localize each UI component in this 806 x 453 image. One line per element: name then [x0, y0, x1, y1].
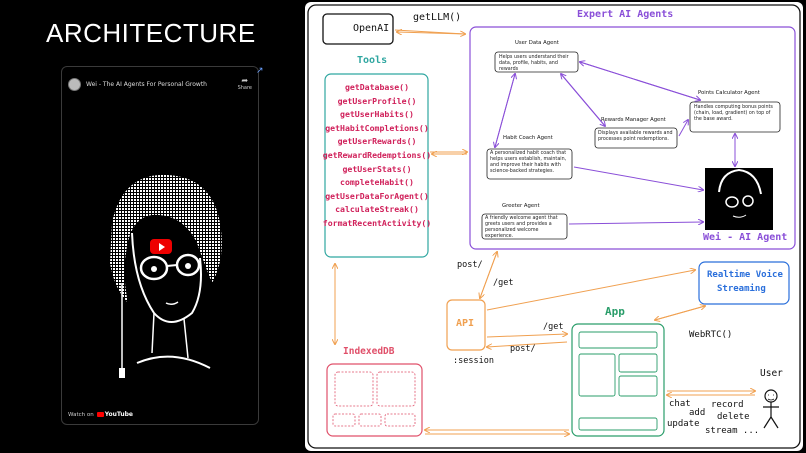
api-label: API [456, 318, 475, 329]
play-icon [158, 242, 165, 251]
tool-item: getRewardRedemptions() [322, 149, 432, 160]
wei-avatar [705, 168, 773, 230]
youtube-logo: YouTube [96, 411, 133, 418]
action-stream: stream ... [705, 426, 760, 436]
video-title[interactable]: Wei - The AI Agents For Personal Growth [86, 80, 207, 88]
tool-item: getHabitCompletions() [325, 122, 429, 133]
video-header: Wei - The AI Agents For Personal Growth [68, 77, 252, 91]
get-label-app: /get [543, 322, 564, 332]
watch-on-youtube[interactable]: Watch on YouTube [68, 411, 133, 418]
indexeddb-box [326, 363, 423, 437]
expert-agents-box [469, 26, 796, 250]
app-box [571, 323, 665, 437]
channel-avatar[interactable] [68, 77, 81, 91]
habit-coach-agent-desc: A personalized habit coach that helps us… [490, 151, 567, 174]
realtime-voice-box [698, 261, 790, 305]
tool-item: completeHabit() [340, 177, 414, 188]
tool-item: getUserStats() [342, 163, 412, 174]
action-record: record [711, 400, 744, 410]
rewards-agent-desc: Displays available rewards and processes… [598, 131, 673, 142]
diagram-canvas [307, 4, 801, 449]
post-label: post/ [457, 260, 483, 270]
share-label: Share [237, 85, 252, 91]
slide-title: ARCHITECTURE [46, 18, 256, 48]
post-label-app: post/ [510, 344, 536, 354]
youtube-icon [96, 412, 104, 417]
webrtc-label: WebRTC() [689, 330, 733, 340]
app-label: App [605, 305, 625, 318]
action-add: add [689, 408, 706, 418]
rewards-agent-box [594, 127, 678, 149]
tool-item: getUserRewards() [337, 136, 417, 147]
tool-item: getUserDataForAgent() [325, 190, 429, 201]
greeter-agent-desc: A friendly welcome agent that greets use… [485, 216, 558, 239]
tools-title: Tools [357, 55, 388, 66]
habit-coach-agent-box [486, 148, 573, 180]
greeter-agent-box [481, 213, 568, 240]
realtime-voice-label-1: Realtime Voice [707, 270, 783, 280]
points-agent-name: Points Calculator Agent [698, 90, 760, 96]
play-button[interactable] [150, 239, 172, 254]
watch-on-label: Watch on [68, 411, 94, 418]
openai-box [322, 13, 394, 45]
expert-agents-title: Expert AI Agents [577, 9, 674, 20]
tool-item: getUserHabits() [340, 109, 414, 120]
realtime-voice-label-2: Streaming [717, 284, 766, 294]
action-update: update [667, 419, 700, 429]
get-llm-label: getLLM() [413, 12, 462, 23]
get-label: /get [493, 278, 514, 288]
points-agent-desc: Handles computing bonus points (chain, l… [694, 105, 773, 122]
action-delete: delete [717, 412, 750, 422]
video-thumbnail [110, 174, 222, 378]
user-data-agent-name: User Data Agent [515, 40, 559, 46]
api-box [446, 299, 486, 351]
user-data-agent-desc: Helps users understand their data, profi… [499, 55, 569, 72]
user-figure [763, 389, 779, 429]
rewards-agent-name: Rewards Manager Agent [601, 117, 666, 123]
video-embed[interactable]: Wei - The AI Agents For Personal Growth … [61, 66, 259, 425]
habit-coach-agent-name: Habit Coach Agent [503, 135, 553, 141]
user-label: User [760, 368, 783, 379]
tool-item: getDatabase() [344, 82, 410, 92]
tool-item: getUserProfile() [337, 95, 417, 106]
openai-label: OpenAI [353, 23, 390, 34]
session-label: :session [453, 356, 494, 366]
tool-item: calculateStreak() [335, 204, 419, 215]
share-icon: ➦ [241, 76, 249, 85]
greeter-agent-name: Greeter Agent [502, 203, 540, 209]
external-link-icon[interactable]: ↗ [256, 66, 264, 76]
tools-box [324, 73, 429, 258]
action-chat: chat [669, 399, 691, 409]
tools-list: getDatabase() getUserProfile() getUserHa… [323, 82, 431, 228]
points-agent-box [689, 101, 781, 133]
user-data-agent-box [494, 51, 579, 73]
architecture-diagram: OpenAI getLLM() Expert AI Agents Tools g… [305, 2, 803, 451]
share-button[interactable]: ➦ Share [237, 76, 252, 92]
indexeddb-label: IndexedDB [343, 346, 395, 357]
wei-agent-label: Wei - AI Agent [703, 232, 788, 243]
tool-item: formatRecentActivity() [322, 217, 432, 228]
